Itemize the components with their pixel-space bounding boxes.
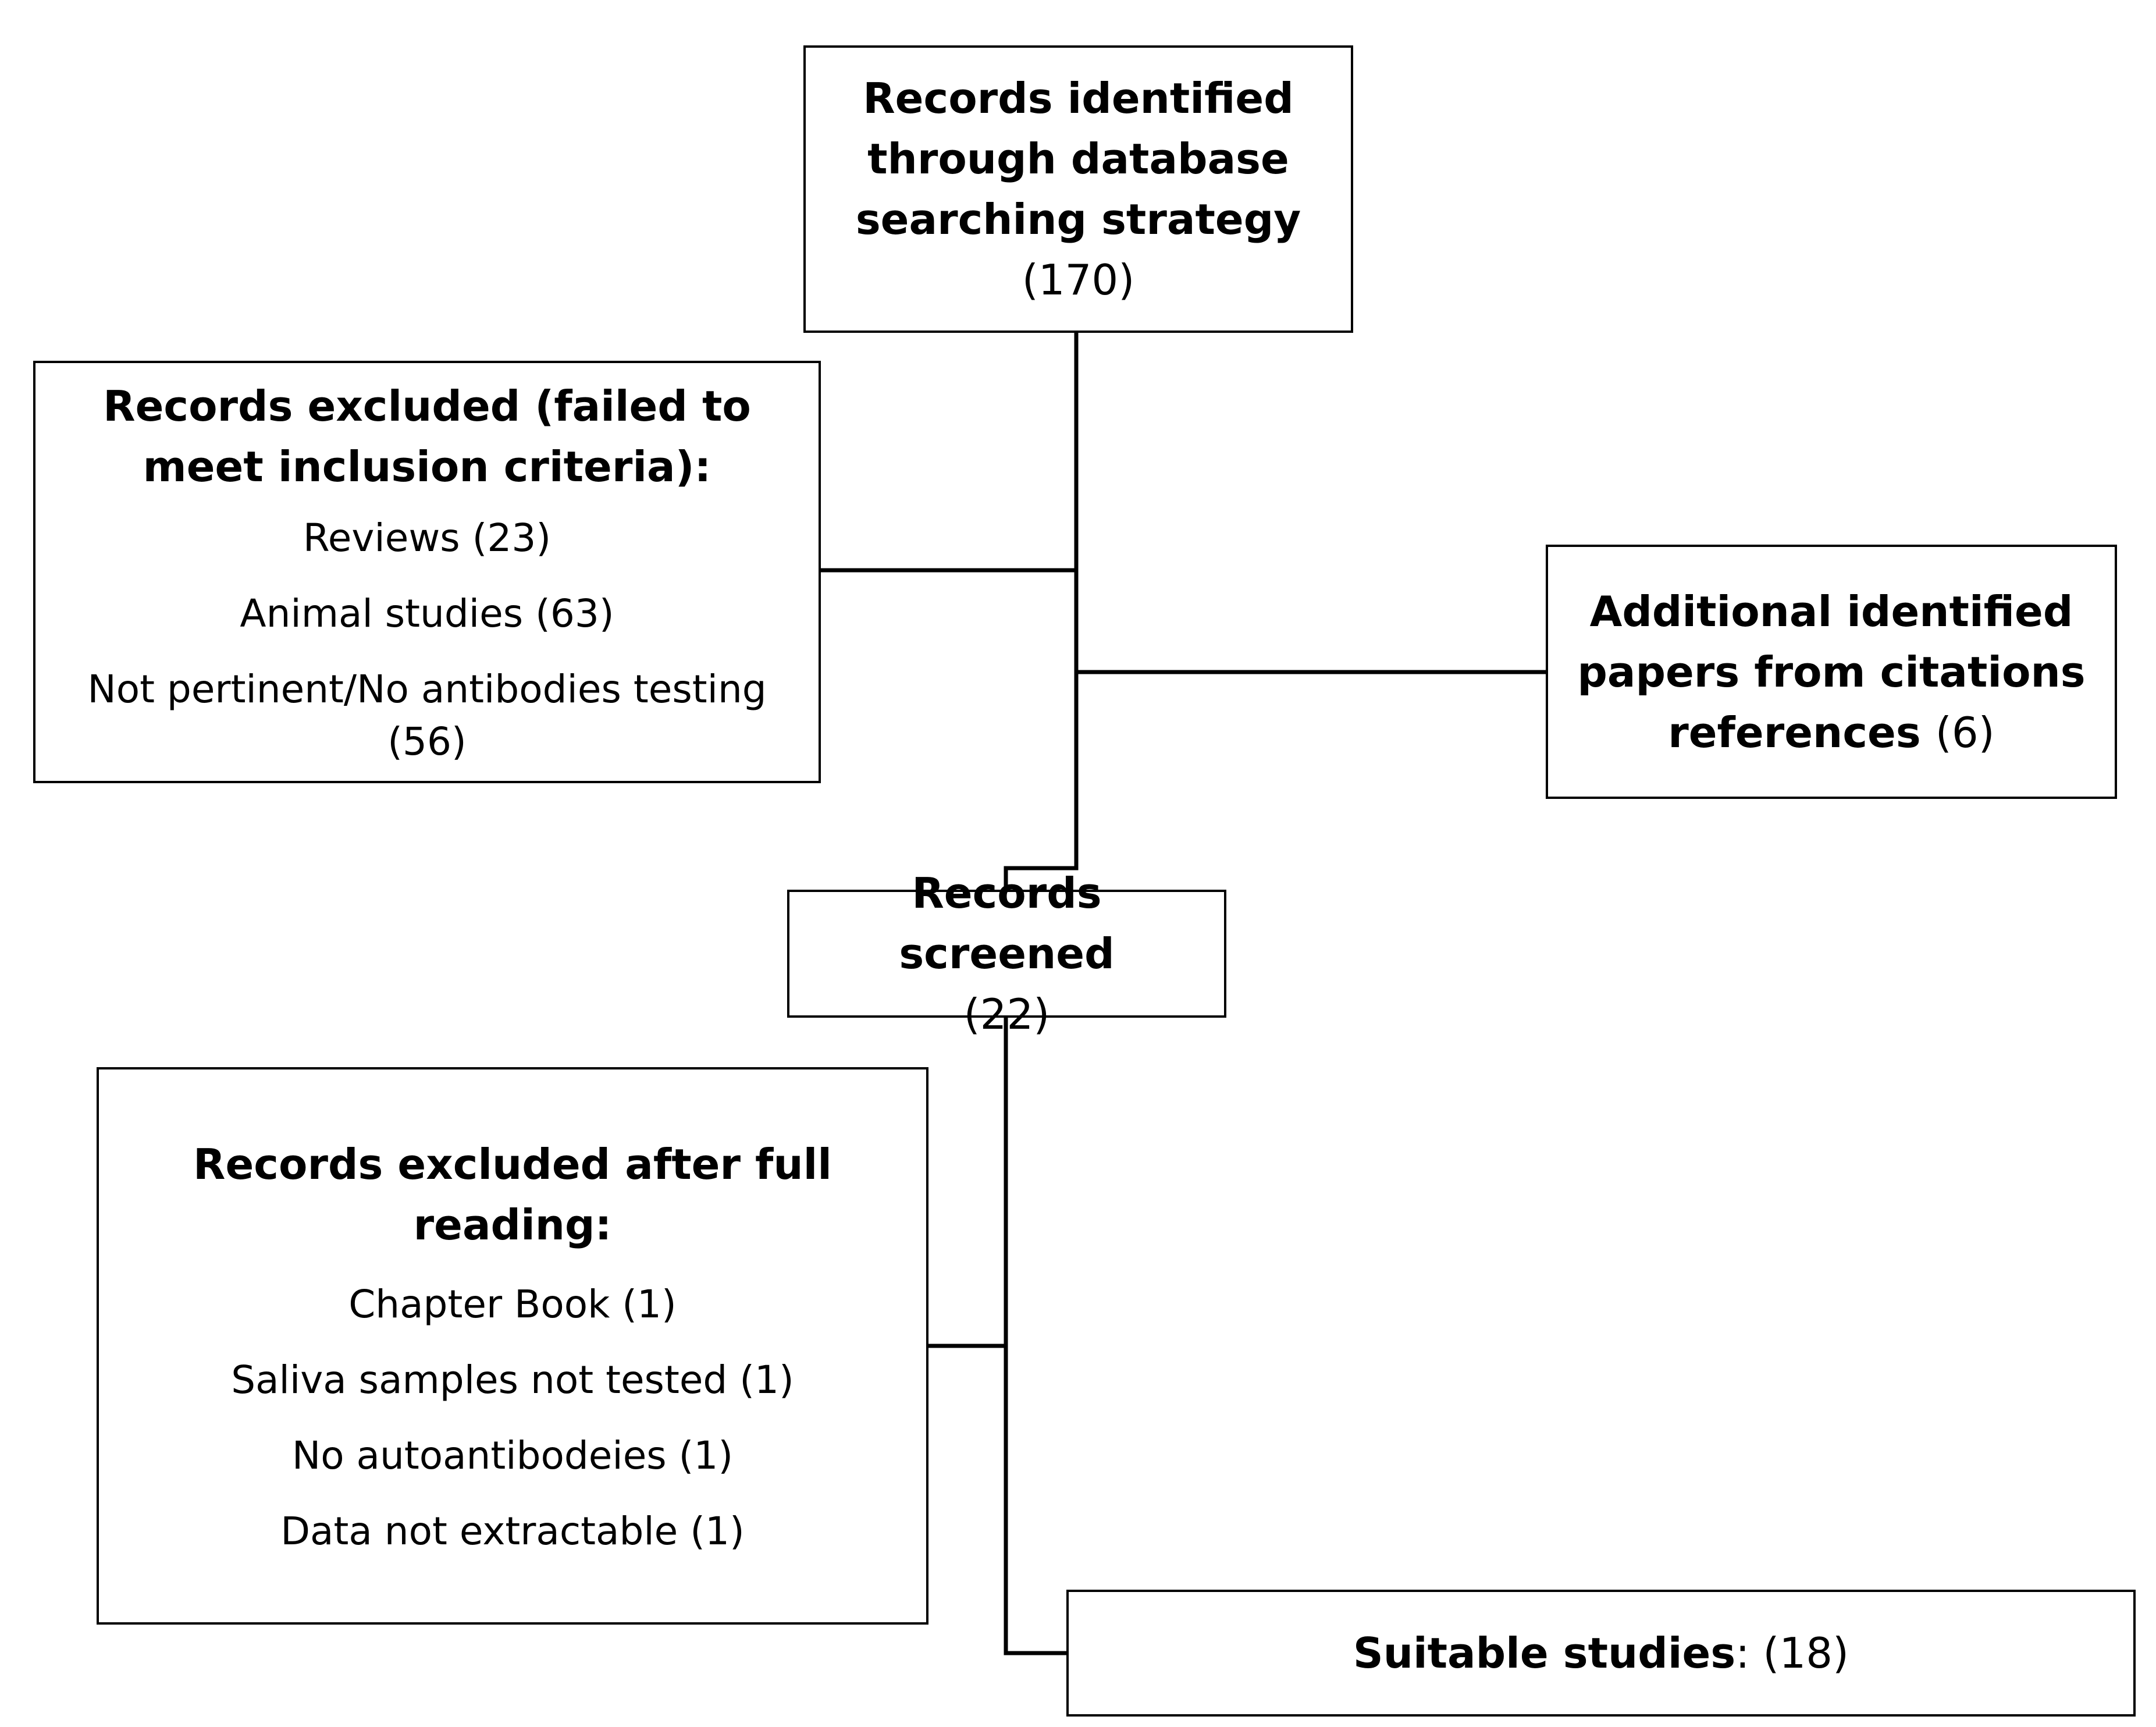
additional-papers-title: Additional identified papers from citati… <box>1577 587 2086 757</box>
suitable-studies-text: Suitable studies: (18) <box>1353 1623 1849 1683</box>
excluded-not-pertinent: Not pertinent/No antibodies testing (56) <box>87 667 767 764</box>
additional-papers-text: Additional identified papers from citati… <box>1571 581 2091 763</box>
excluded-animal-studies: Animal studies (63) <box>240 591 614 636</box>
suitable-studies-box: Suitable studies: (18) <box>1066 1590 2136 1717</box>
connector-screened-to-suitable <box>1004 1018 1066 1655</box>
excluded-chapter-book: Chapter Book (1) <box>348 1282 677 1327</box>
records-screened-box: Records screened (22) <box>787 869 1226 1039</box>
excluded-no-autoantibodies: No autoantibodeies (1) <box>291 1433 734 1478</box>
excluded-saliva-not-tested: Saliva samples not tested (1) <box>231 1358 794 1402</box>
records-identified-box: Records identified through database sear… <box>803 45 1353 333</box>
suitable-studies-count: : (18) <box>1735 1629 1849 1678</box>
records-excluded-full-reading-box: Records excluded after full reading: Cha… <box>97 1067 928 1625</box>
additional-papers-box: Additional identified papers from citati… <box>1546 545 2117 799</box>
records-identified-count: (170) <box>1022 255 1135 304</box>
suitable-studies-title: Suitable studies <box>1353 1629 1736 1678</box>
connector-identified-to-screened <box>1004 333 1079 890</box>
additional-papers-count: (6) <box>1935 708 1995 757</box>
records-screened-title: Records screened <box>899 869 1115 978</box>
records-identified-title: Records identified through database sear… <box>855 74 1301 244</box>
records-screened-count: (22) <box>963 990 1050 1039</box>
records-excluded-criteria-title: Records excluded (failed to meet inclusi… <box>103 382 751 491</box>
records-excluded-full-title: Records excluded after full reading: <box>193 1140 832 1249</box>
excluded-data-not-extractable: Data not extractable (1) <box>280 1509 745 1554</box>
records-excluded-criteria-box: Records excluded (failed to meet inclusi… <box>33 361 821 783</box>
excluded-reviews: Reviews (23) <box>303 516 552 560</box>
records-identified-text: Records identified through database sear… <box>841 68 1316 310</box>
